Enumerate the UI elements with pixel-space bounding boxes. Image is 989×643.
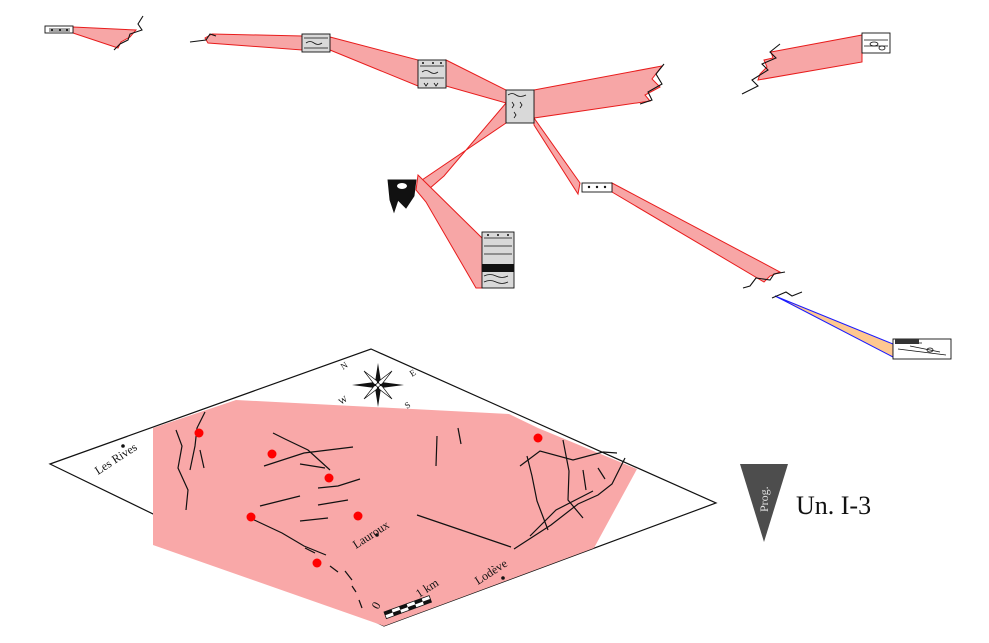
ribbon-log3-to-center <box>445 59 507 104</box>
ribbon-west-to-log2 <box>204 33 303 51</box>
break-line-far-northeast <box>741 43 781 95</box>
log-southeast-small <box>581 182 613 193</box>
ribbon-log2-to-log3 <box>329 36 419 87</box>
compass-north: N <box>339 359 350 371</box>
ribbon-far-northeast <box>757 34 863 81</box>
log-center <box>505 89 535 124</box>
compass-rose-icon <box>352 363 404 407</box>
progradation-triangle-icon <box>740 464 788 542</box>
section-point <box>267 449 277 459</box>
log-southwest-tall <box>481 231 515 289</box>
map-panel: Les Rives Lauroux Lodève N E S W <box>48 348 718 627</box>
section-point <box>533 433 543 443</box>
section-point <box>353 511 363 521</box>
break-line-west-end <box>113 15 144 51</box>
compass-south: S <box>403 400 413 411</box>
ribbon-west-end <box>72 26 138 49</box>
ribbon-southeast-long <box>611 182 782 283</box>
break-line-northeast <box>639 63 665 105</box>
ribbon-center-to-southeast <box>533 116 581 196</box>
fault-lines <box>175 411 626 609</box>
unit-label: Un. I-3 <box>796 491 871 520</box>
scale-bar <box>383 595 433 620</box>
ribbon-far-southeast <box>774 295 894 358</box>
break-line-southeast <box>742 271 786 289</box>
ribbon-southwest-trunk <box>415 173 483 289</box>
section-points <box>194 428 543 568</box>
trend-label: Prog. <box>757 486 771 512</box>
legend: Prog. Un. I-3 <box>740 464 871 542</box>
log-far-southeast <box>892 338 952 360</box>
unit-extent-area <box>153 400 637 626</box>
section-point <box>324 473 334 483</box>
break-line-log2-west <box>189 33 217 43</box>
section-point <box>312 558 322 568</box>
ribbon-center-to-northeast <box>533 65 664 119</box>
locality-dot-lauroux <box>375 533 379 537</box>
section-point <box>246 512 256 522</box>
locality-dot-les-rives <box>121 444 125 448</box>
locality-dot-lodeve <box>501 576 505 580</box>
log-3 <box>417 59 447 89</box>
section-point <box>194 428 204 438</box>
compass-east: E <box>408 367 418 379</box>
log-west-end <box>44 25 74 34</box>
ribbon-center-to-southwest <box>421 101 507 197</box>
log-southwest-small <box>387 179 417 214</box>
log-far-northeast <box>861 32 891 54</box>
break-line-far-southeast <box>771 291 803 299</box>
correlation-panel <box>44 15 952 360</box>
log-2 <box>301 33 331 53</box>
